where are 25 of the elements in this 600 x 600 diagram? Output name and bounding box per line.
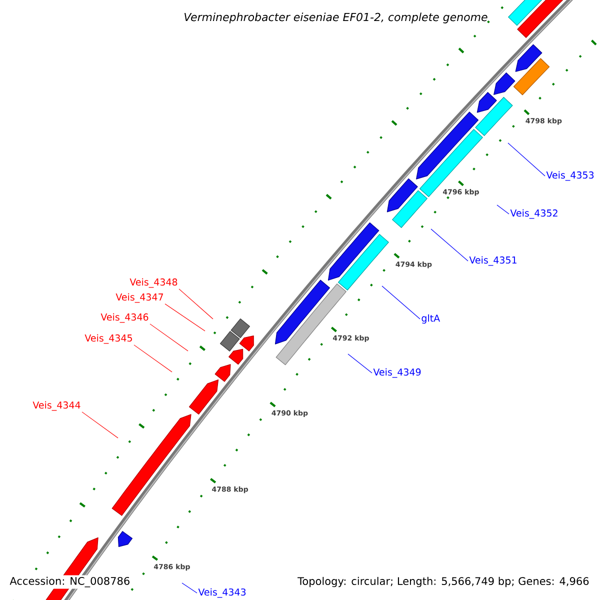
leader-line [150,324,188,352]
title: Verminephrobacter eiseniae EF01-2, complete genome [184,12,488,24]
gene-label: Veis_4347 [116,293,163,303]
footer-text: Topology: circular; Length: 5,566,749 bp; Genes: 4,966 [296,575,591,589]
leader-line [134,344,172,372]
gene-label: Veis_4349 [373,368,421,378]
footer-text: Accession: NC_008786 [8,575,132,589]
leader-line [82,412,118,438]
leader-line [430,228,468,262]
leader-line [164,304,206,332]
leader-line [348,354,372,374]
gene-label: Veis_4348 [130,278,178,288]
gene-label: Veis_4346 [100,313,148,323]
leader-line [508,142,546,176]
gene-label: Veis_4353 [546,171,594,181]
gene-label: gltA [422,314,440,324]
leader-line [182,582,198,594]
gene-label: Veis_4343 [198,588,246,598]
leader-line [178,288,214,320]
leader-line [496,204,510,214]
gene-label: Veis_4345 [84,334,132,344]
gene-label: Veis_4344 [32,401,80,411]
gene-label: Veis_4352 [510,209,558,219]
gene-label: Veis_4351 [469,256,516,266]
leader-line [382,286,420,320]
